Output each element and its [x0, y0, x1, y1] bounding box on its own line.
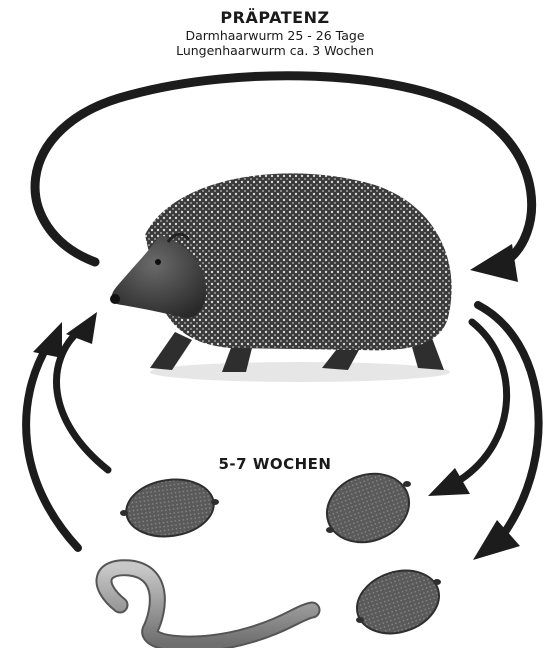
development-duration-label: 5-7 WOCHEN [170, 455, 380, 473]
egg-right-lower [349, 560, 447, 643]
worm-larva-illustration [104, 568, 312, 644]
hedgehog-illustration [110, 173, 452, 382]
left-arrow-inner [56, 312, 108, 470]
egg-left [120, 474, 219, 542]
egg-right-upper [317, 463, 419, 554]
right-arrow-outer [473, 305, 539, 560]
right-arrow-inner [428, 322, 507, 496]
